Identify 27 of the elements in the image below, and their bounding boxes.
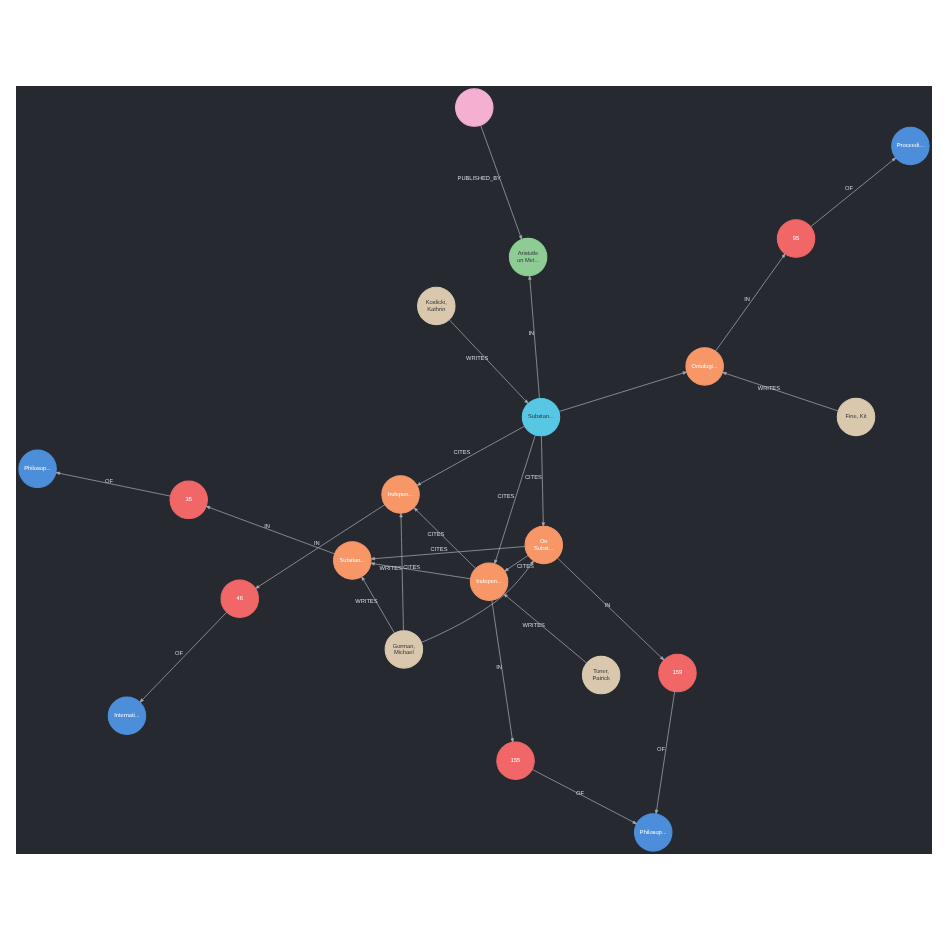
arrow xyxy=(370,545,526,560)
arrow xyxy=(655,690,675,814)
arrow xyxy=(810,156,897,226)
arrow xyxy=(715,252,786,351)
arrow xyxy=(503,592,588,663)
arrow xyxy=(413,506,476,568)
arrow xyxy=(722,370,839,411)
arrow xyxy=(361,575,395,633)
arrow xyxy=(370,561,471,579)
arrow xyxy=(420,559,534,642)
arrow xyxy=(448,318,529,403)
arrow xyxy=(541,434,545,526)
arrow xyxy=(255,503,386,588)
arrow xyxy=(55,470,171,496)
arrow xyxy=(556,556,665,660)
arrow xyxy=(504,554,529,571)
node-circle xyxy=(455,87,494,126)
arrow xyxy=(494,433,536,564)
arrow xyxy=(558,370,688,411)
arrow xyxy=(205,505,335,554)
arrow xyxy=(416,424,525,485)
arrow xyxy=(480,123,523,239)
arrow xyxy=(528,274,540,398)
arrow xyxy=(139,611,227,702)
arrow xyxy=(531,768,637,824)
arrow xyxy=(491,599,514,742)
arrow xyxy=(399,512,404,630)
